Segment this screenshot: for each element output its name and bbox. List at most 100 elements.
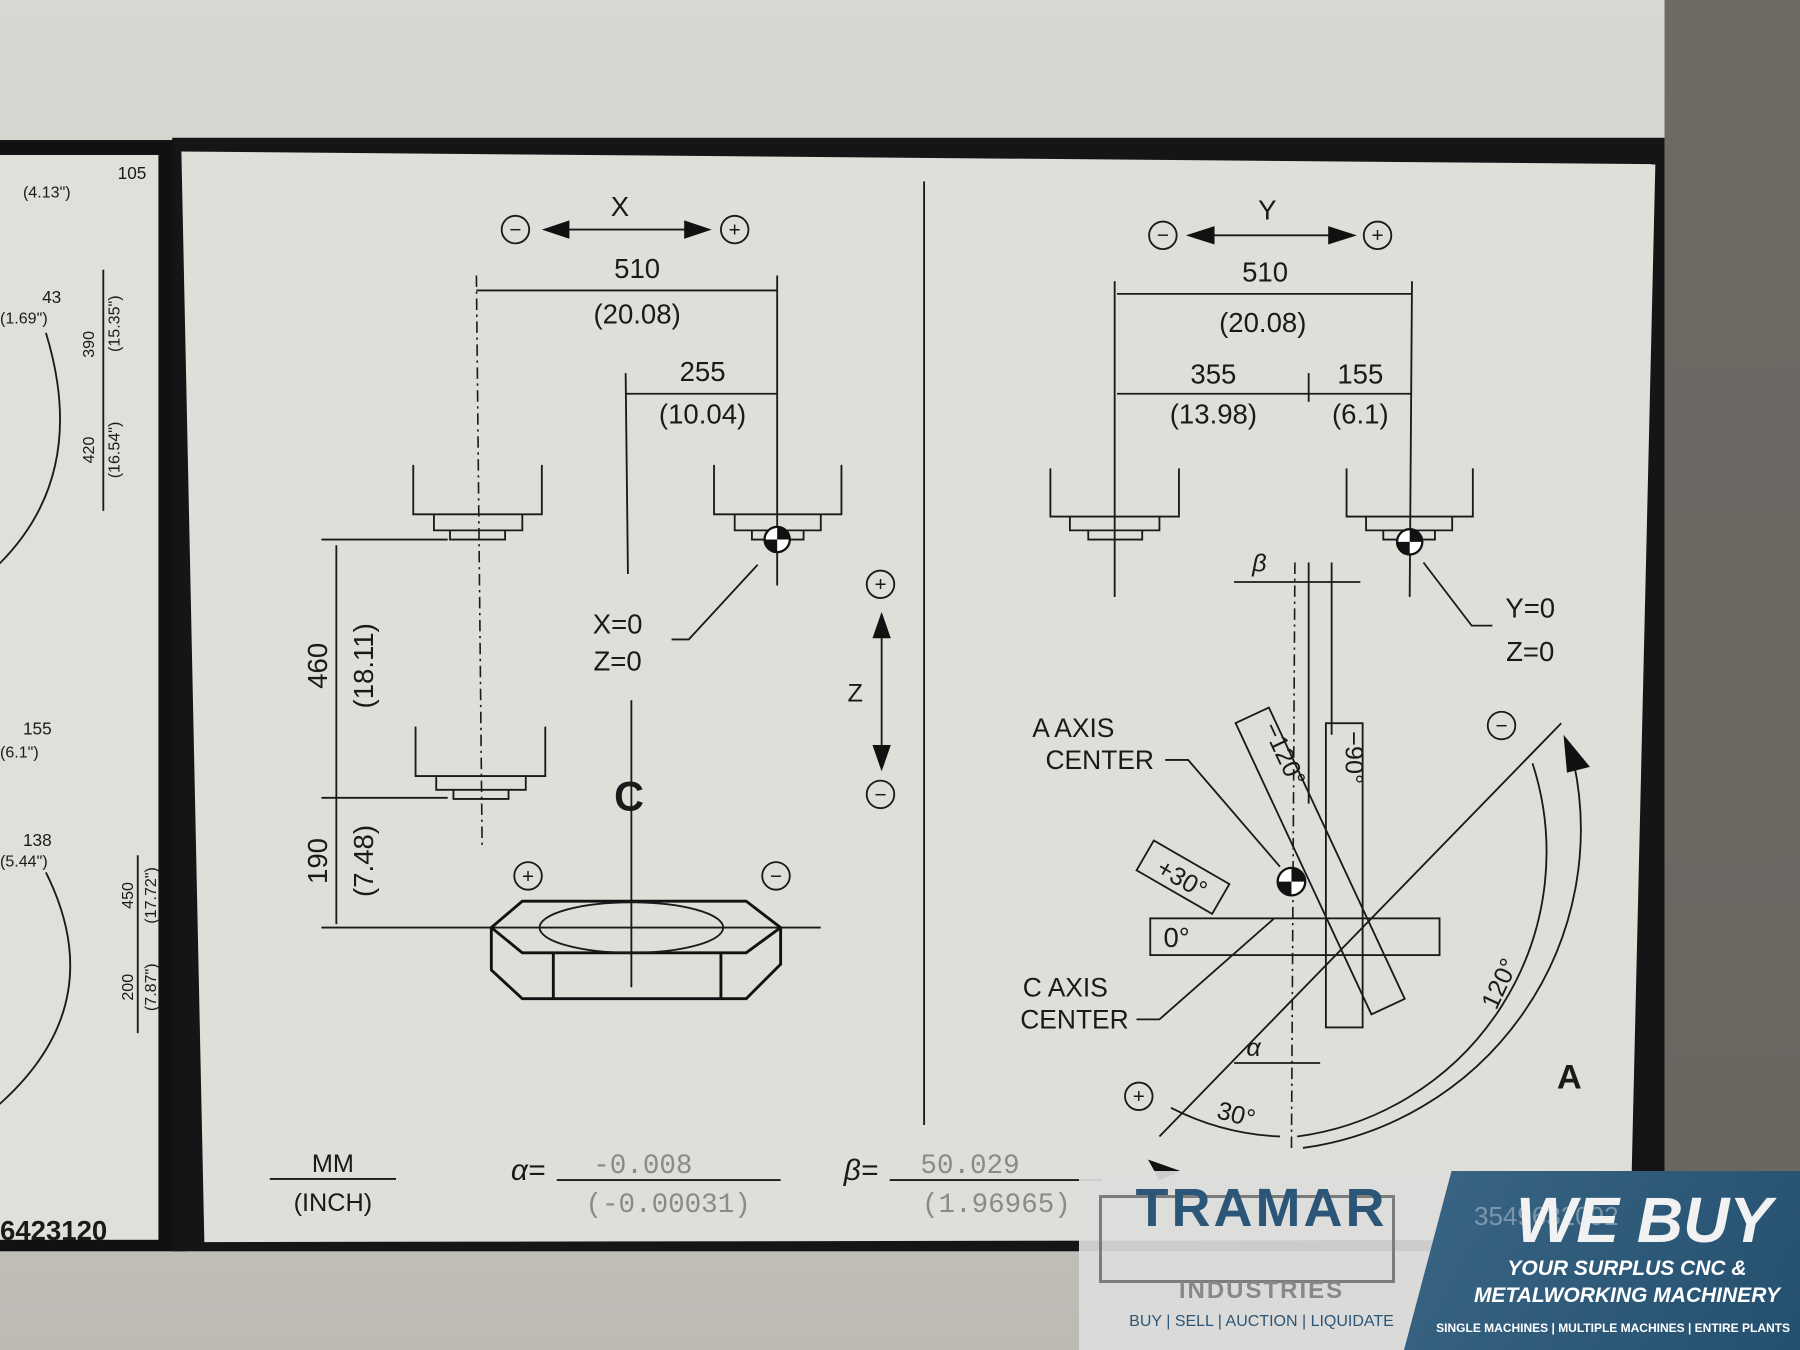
diagram-line	[1124, 1081, 1154, 1111]
diagram-label: Y	[1258, 194, 1276, 225]
diagram-line	[1049, 468, 1180, 541]
diagram-label: β=	[843, 1154, 878, 1187]
diagram-line	[1486, 710, 1517, 741]
diagram-label: (17.72")	[142, 867, 160, 924]
calibration-values: MM (INCH) α= -0.008 (-0.00031) β= 50.029…	[269, 1150, 1103, 1221]
diagram-line	[1148, 220, 1178, 251]
diagram-line	[1135, 839, 1231, 916]
diagram-label: (18.11)	[348, 623, 379, 708]
diagram-label: −	[509, 218, 521, 241]
x-axis-section: − + X 510 (20.08) 255 (10.04) 460 (18.11…	[302, 191, 896, 1001]
diagram-label: β	[1251, 550, 1266, 578]
diagram-label: X=0	[593, 609, 643, 640]
diagram-line	[865, 779, 896, 810]
diagram-line	[1165, 759, 1281, 868]
brand-name: TRAMAR	[1135, 1178, 1388, 1238]
diagram-label: +	[729, 218, 741, 241]
diagram-line	[761, 861, 791, 891]
diagram-line	[1277, 867, 1306, 896]
diagram-label: 50.029	[920, 1151, 1019, 1182]
diagram-line	[1362, 220, 1393, 251]
headline: WE BUY	[1516, 1184, 1772, 1256]
diagram-label: α=	[511, 1154, 545, 1187]
diagram-label: −	[770, 865, 782, 888]
diagram-label: C AXIS	[1023, 972, 1108, 1002]
subheadline-2: METALWORKING MACHINERY	[1473, 1284, 1780, 1307]
diagram-label: Y=0	[1505, 593, 1555, 624]
diagram-line	[1234, 706, 1406, 1016]
diagram-label: CENTER	[1045, 745, 1154, 775]
brand-sub: INDUSTRIES	[1178, 1277, 1345, 1304]
diagram-line	[1290, 562, 1296, 1148]
diagram-label: (INCH)	[294, 1189, 373, 1217]
diagram-label: (6.1")	[0, 744, 39, 762]
diagram-label: (15.35")	[105, 295, 123, 352]
diagram-line	[1324, 722, 1364, 1029]
diagram-label: (-0.00031)	[585, 1190, 750, 1221]
diagram-label: (4.13")	[23, 183, 71, 201]
y-axis-section: − + Y 510 (20.08) 355 (13.98) 155 (6.1) …	[1020, 194, 1590, 1181]
diagram-line	[1397, 529, 1423, 555]
diagram-label: MM	[312, 1150, 354, 1178]
diagram-label: 105	[118, 163, 147, 183]
diagram-label: -0.008	[593, 1151, 692, 1182]
diagram-line	[671, 564, 759, 641]
diagram-label: 43	[42, 287, 61, 307]
diagram-label: A	[1557, 1058, 1582, 1096]
left-plate-dims: 105 (4.13") 43 (1.69") 390 (15.35") 420 …	[0, 163, 160, 1246]
diagram-label: C	[614, 773, 644, 819]
tramar-ad-banner: TRAMAR INDUSTRIES BUY | SELL | AUCTION |…	[1079, 1171, 1800, 1350]
diagram-label: −	[1495, 714, 1507, 737]
diagram-label: −	[1157, 224, 1169, 247]
diagram-label: 138	[23, 830, 52, 850]
diagram-line	[764, 526, 790, 553]
diagram-label: +	[1372, 224, 1384, 247]
diagram-line	[1149, 917, 1441, 957]
diagram-line	[865, 569, 896, 600]
diagram-label: X	[611, 191, 629, 222]
diagram-label: 155	[23, 719, 52, 739]
diagram-label: (20.08)	[1219, 307, 1306, 338]
diagram-label: (20.08)	[593, 299, 680, 330]
diagram-label: (13.98)	[1170, 399, 1257, 430]
diagram-label: −	[874, 783, 886, 806]
spindle-upper-left	[412, 464, 543, 541]
diagram-line	[1158, 722, 1562, 1138]
diagram-label: (6.1)	[1332, 399, 1389, 430]
diagram-label: 255	[680, 356, 726, 387]
tagline: BUY | SELL | AUCTION | LIQUIDATE	[1129, 1313, 1394, 1330]
diagram-label: (10.04)	[659, 399, 746, 430]
plate-serial: 3549632092	[1474, 1201, 1619, 1231]
machine-background	[1664, 0, 1800, 1350]
diagram-label: 460	[302, 643, 333, 689]
minus-icon	[500, 214, 531, 245]
left-plate	[0, 154, 159, 1240]
diagram-line	[1136, 917, 1275, 1021]
diagram-label: (7.87")	[142, 963, 160, 1011]
diagram-label: 200	[119, 974, 137, 1001]
diagram-label: +	[874, 573, 886, 596]
diagram-label: 450	[119, 882, 137, 909]
diagram-line	[1170, 757, 1582, 1149]
diagram-label: −90°	[1339, 731, 1367, 784]
diagram-label: 0°	[1163, 922, 1189, 953]
diagram-line	[1422, 561, 1493, 627]
diagram-line	[0, 332, 72, 1105]
diagram-label: (1.96965)	[922, 1190, 1071, 1221]
diagram-label: 510	[614, 253, 660, 284]
diagram-label: α	[1246, 1034, 1261, 1062]
part-number: 6423120	[0, 1215, 107, 1246]
we-buy-panel: 3549632092 WE BUY YOUR SURPLUS CNC &META…	[1404, 1171, 1800, 1350]
diagram-label: (7.48)	[348, 825, 379, 897]
diagram-label: 190	[302, 838, 333, 884]
diagram-label: (5.44")	[0, 853, 48, 871]
banner-footer: SINGLE MACHINES | MULTIPLE MACHINES | EN…	[1436, 1321, 1790, 1335]
diagram-line	[624, 373, 629, 574]
spindle-lower	[414, 726, 547, 800]
diagram-label: CENTER	[1020, 1005, 1129, 1035]
tramar-logo: TRAMAR INDUSTRIES BUY | SELL | AUCTION |…	[1079, 1171, 1444, 1350]
diagram-label: Z	[848, 679, 863, 707]
diagram-label: Z=0	[1506, 636, 1554, 667]
